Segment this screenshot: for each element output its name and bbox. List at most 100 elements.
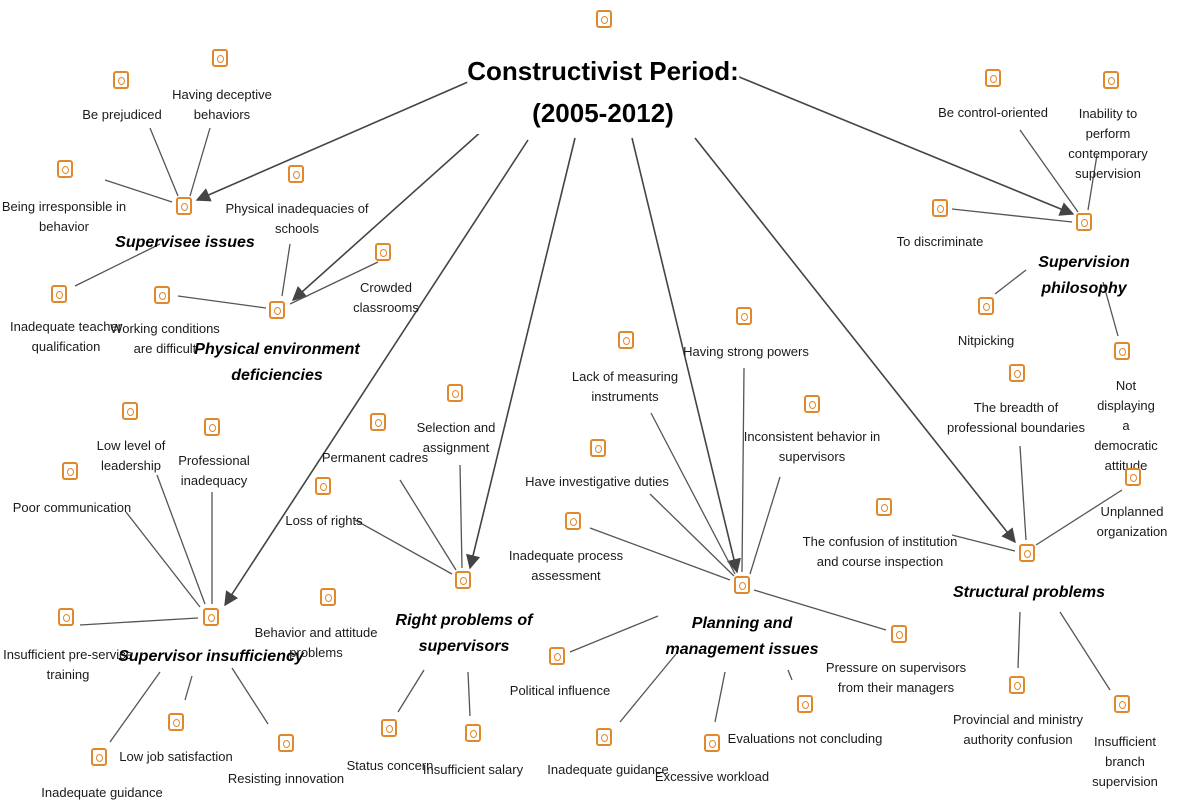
line-connector: [74, 243, 161, 287]
planning-node-icon[interactable]: [734, 576, 750, 594]
item-node-icon[interactable]: [1114, 342, 1130, 360]
line-connector: [281, 243, 291, 297]
supervisor-node-icon[interactable]: [203, 608, 219, 626]
item-be-prejudiced: Be prejudiced: [82, 107, 162, 122]
group-right-problems: Right problems of supervisors: [395, 612, 533, 655]
line-connector: [104, 179, 173, 203]
item-node-icon[interactable]: [549, 647, 565, 665]
line-connector: [1059, 611, 1111, 691]
item-democratic: Not displaying a democratic attitude: [1094, 378, 1158, 473]
group-planning-management: Planning and management issues: [665, 615, 819, 658]
item-node-icon[interactable]: [932, 199, 948, 217]
group-supervision-philosophy: Supervision philosophy: [1038, 254, 1130, 297]
group-structural-problems: Structural problems: [952, 584, 1106, 601]
supervisee-node-icon[interactable]: [176, 197, 192, 215]
arrow-to-philosophy: [704, 62, 1075, 216]
line-connector: [1019, 129, 1079, 213]
item-node-icon[interactable]: [62, 462, 78, 480]
line-connector: [787, 669, 793, 681]
line-connector: [649, 493, 735, 577]
item-node-icon[interactable]: [797, 695, 813, 713]
line-connector: [619, 653, 677, 723]
item-pressure: Pressure on supervisors from their manag…: [825, 660, 967, 695]
item-node-icon[interactable]: [1009, 364, 1025, 382]
item-node-icon[interactable]: [113, 71, 129, 89]
item-control: Be control-oriented: [938, 105, 1048, 120]
arrow-to-supervisee: [195, 67, 501, 202]
item-node-icon[interactable]: [736, 307, 752, 325]
line-connector: [231, 667, 269, 725]
line-connector: [354, 519, 453, 575]
item-low-leadership: Low level of leadership: [96, 438, 166, 473]
item-node-icon[interactable]: [1114, 695, 1130, 713]
item-node-icon[interactable]: [596, 728, 612, 746]
item-node-icon[interactable]: [375, 243, 391, 261]
item-node-icon[interactable]: [978, 297, 994, 315]
item-inability: Inability to perform contemporary superv…: [1068, 106, 1148, 181]
item-node-icon[interactable]: [122, 402, 138, 420]
title-node-icon[interactable]: [596, 10, 612, 28]
item-discriminate: To discriminate: [896, 234, 984, 249]
line-connector: [951, 534, 1016, 552]
item-node-icon[interactable]: [58, 608, 74, 626]
item-node-icon[interactable]: [804, 395, 820, 413]
group-physical-environment: Physical environment deficiencies: [194, 341, 360, 384]
item-inadequate-teacher: Inadequate teacher qualification: [9, 319, 123, 354]
line-connector: [1035, 489, 1123, 546]
item-node-icon[interactable]: [168, 713, 184, 731]
item-node-icon[interactable]: [57, 160, 73, 178]
item-node-icon[interactable]: [381, 719, 397, 737]
item-node-icon[interactable]: [590, 439, 606, 457]
item-node-icon[interactable]: [985, 69, 1001, 87]
item-inconsistent: Inconsistent behavior in supervisors: [743, 429, 881, 464]
item-node-icon[interactable]: [704, 734, 720, 752]
item-inadequate-guidance-1: Inadequate guidance: [41, 785, 163, 800]
item-physical-inadequacies: Physical inadequacies of schools: [225, 201, 369, 236]
item-selection: Selection and assignment: [416, 420, 496, 455]
item-status: Status concern: [346, 758, 434, 773]
item-node-icon[interactable]: [204, 418, 220, 436]
item-node-icon[interactable]: [891, 625, 907, 643]
item-node-icon[interactable]: [278, 734, 294, 752]
philosophy-node-icon[interactable]: [1076, 213, 1092, 231]
item-workload: Excessive workload: [654, 769, 770, 784]
item-node-icon[interactable]: [370, 413, 386, 431]
item-unplanned: Unplanned organization: [1096, 504, 1168, 539]
line-connector: [749, 476, 781, 575]
item-crowded: Crowded classrooms: [353, 280, 419, 315]
line-connector: [1019, 445, 1027, 541]
item-node-icon[interactable]: [154, 286, 170, 304]
arrow-to-physical: [291, 111, 504, 301]
structural-node-icon[interactable]: [1019, 544, 1035, 562]
item-node-icon[interactable]: [212, 49, 228, 67]
item-working-conditions: Working conditions are difficult: [110, 321, 220, 356]
line-connector: [589, 527, 731, 581]
item-node-icon[interactable]: [315, 477, 331, 495]
item-node-icon[interactable]: [565, 512, 581, 530]
item-resisting: Resisting innovation: [227, 771, 345, 786]
item-permanent: Permanent cadres: [321, 450, 429, 465]
item-node-icon[interactable]: [465, 724, 481, 742]
group-supervisor-insufficiency: Supervisor insufficiency: [118, 648, 304, 665]
item-node-icon[interactable]: [288, 165, 304, 183]
item-node-icon[interactable]: [618, 331, 634, 349]
item-node-icon[interactable]: [51, 285, 67, 303]
item-node-icon[interactable]: [1103, 71, 1119, 89]
item-node-icon[interactable]: [1125, 468, 1141, 486]
right-node-icon[interactable]: [455, 571, 471, 589]
line-connector: [569, 615, 659, 653]
physical-node-icon[interactable]: [269, 301, 285, 319]
item-node-icon[interactable]: [447, 384, 463, 402]
line-connector: [399, 479, 457, 571]
line-connector: [149, 127, 179, 197]
item-poor-communication: Poor communication: [12, 500, 132, 515]
item-node-icon[interactable]: [320, 588, 336, 606]
item-node-icon[interactable]: [1009, 676, 1025, 694]
line-connector: [714, 671, 726, 723]
item-breadth: The breadth of professional boundaries: [946, 400, 1086, 435]
item-node-icon[interactable]: [91, 748, 107, 766]
item-deceptive: Having deceptive behaviors: [172, 87, 272, 122]
item-node-icon[interactable]: [876, 498, 892, 516]
